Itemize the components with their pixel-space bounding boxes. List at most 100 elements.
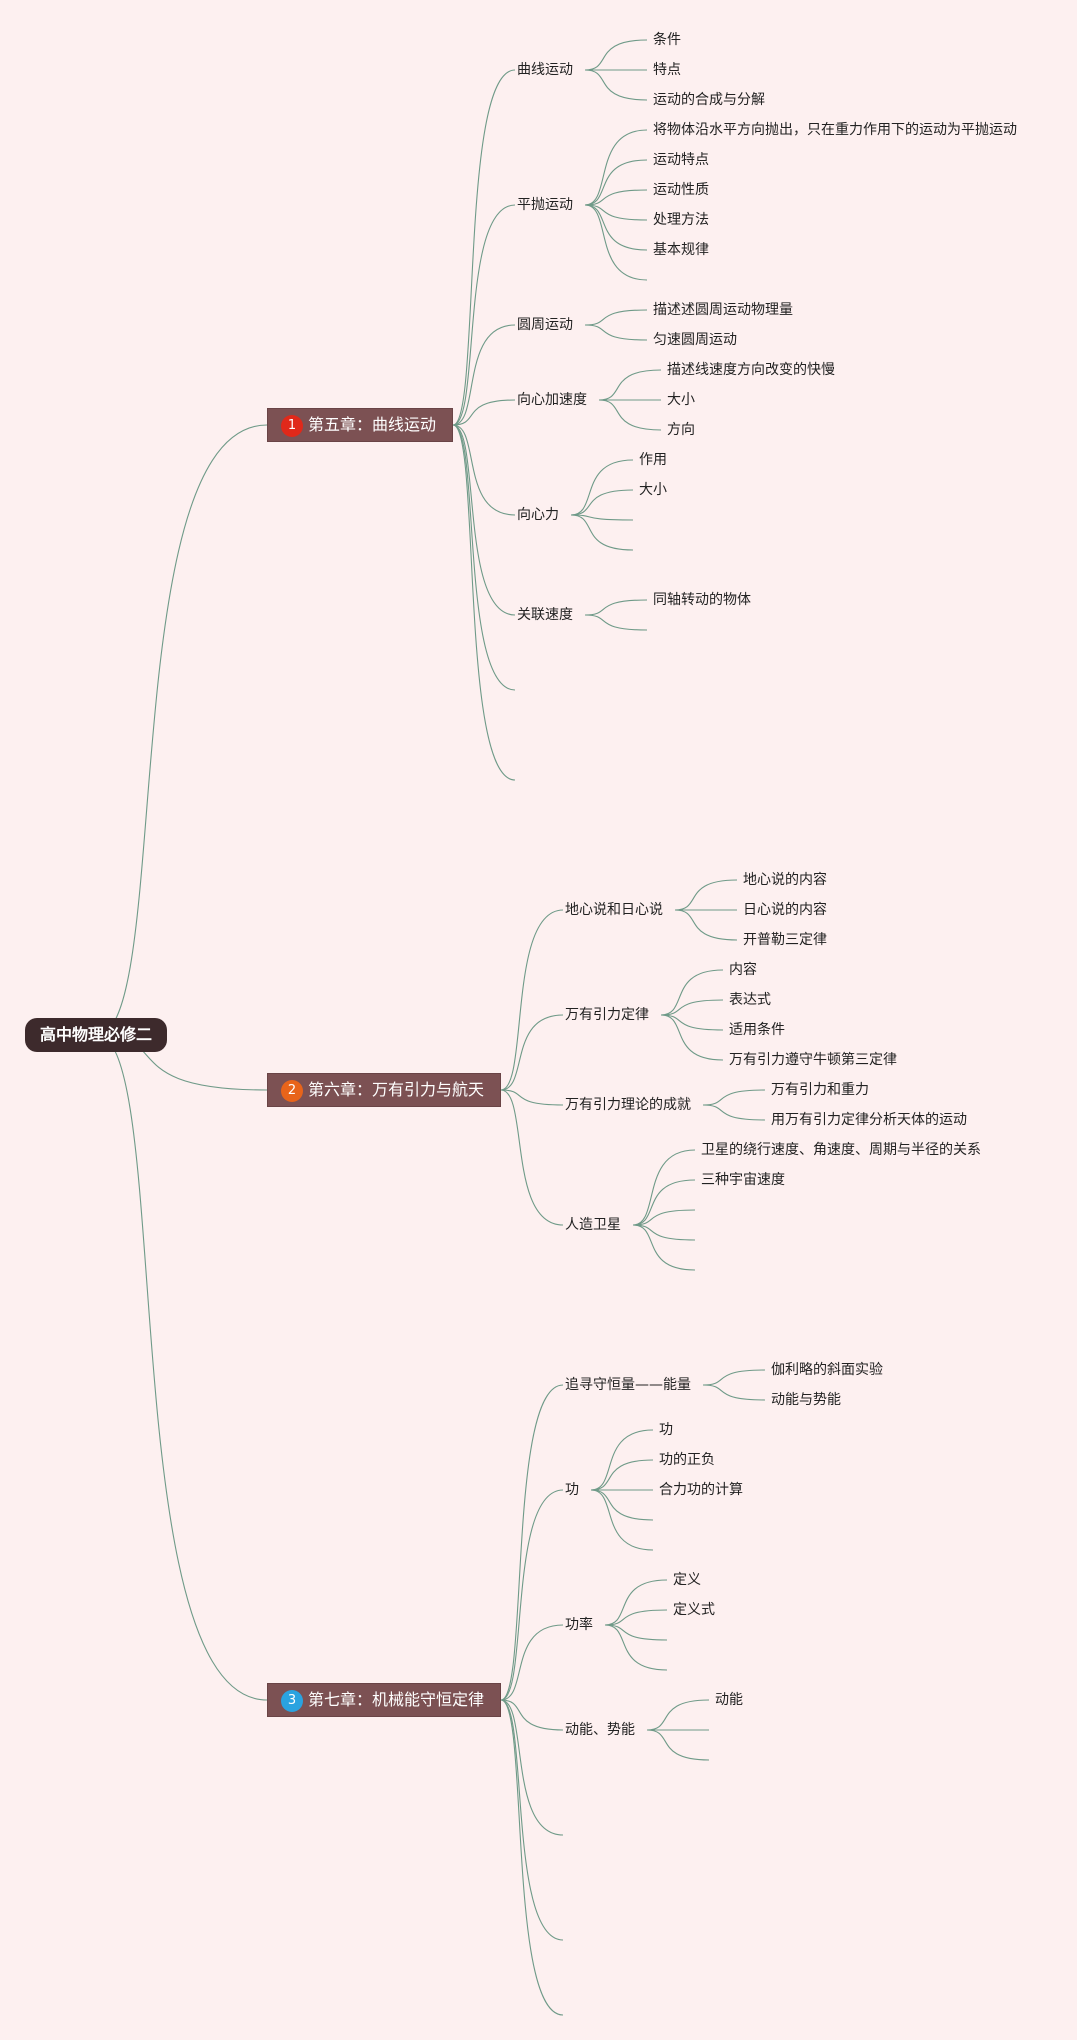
topic-to-leaf-link (590, 1459, 654, 1491)
leaf-node[interactable]: 合力功的计算 (659, 1482, 743, 1498)
leaf-node[interactable]: 动能与势能 (771, 1392, 841, 1408)
leaf-node[interactable]: 表达式 (729, 992, 771, 1008)
leaf-node[interactable]: 将物体沿水平方向抛出，只在重力作用下的运动为平抛运动 (653, 122, 1017, 138)
chapter-to-topic-link (500, 1699, 564, 1836)
topic-to-leaf-link (604, 1624, 668, 1671)
chapter-number-badge: 2 (281, 1080, 303, 1102)
leaf-node[interactable]: 大小 (667, 392, 695, 408)
root-node[interactable]: 高中物理必修二 (25, 1018, 167, 1052)
leaf-node[interactable]: 开普勒三定律 (743, 932, 827, 948)
topic-node[interactable]: 人造卫星 (565, 1217, 621, 1233)
chapter-to-topic-link (500, 1699, 564, 1731)
topic-to-leaf-link (584, 309, 648, 326)
leaf-node[interactable]: 运动的合成与分解 (653, 92, 765, 108)
leaf-node[interactable]: 基本规律 (653, 242, 709, 258)
leaf-node[interactable]: 大小 (639, 482, 667, 498)
topic-to-leaf-link (590, 1489, 654, 1551)
leaf-node[interactable]: 同轴转动的物体 (653, 592, 751, 608)
leaf-node[interactable]: 地心说的内容 (743, 872, 827, 888)
topic-to-leaf-link (570, 514, 634, 521)
leaf-node[interactable]: 匀速圆周运动 (653, 332, 737, 348)
leaf-node[interactable]: 伽利略的斜面实验 (771, 1362, 883, 1378)
leaf-node[interactable]: 描述述圆周运动物理量 (653, 302, 793, 318)
leaf-node[interactable]: 方向 (667, 422, 695, 438)
topic-node[interactable]: 功 (565, 1482, 579, 1498)
chapter-to-topic-link (452, 424, 516, 616)
chapter-to-topic-link (452, 424, 516, 691)
topic-to-leaf-link (570, 459, 634, 516)
chapter-to-topic-link (500, 909, 564, 1091)
topic-to-leaf-link (632, 1224, 696, 1271)
leaf-node[interactable]: 适用条件 (729, 1022, 785, 1038)
chapter-to-topic-link (500, 1384, 564, 1701)
topic-to-leaf-link (646, 1729, 710, 1761)
chapter-to-topic-link (452, 399, 516, 426)
topic-to-leaf-link (632, 1179, 696, 1226)
leaf-node[interactable]: 特点 (653, 62, 681, 78)
topic-to-leaf-link (604, 1579, 668, 1626)
chapter-title: 第五章：曲线运动 (308, 415, 437, 434)
topic-to-leaf-link (584, 204, 648, 281)
chapter-to-topic-link (452, 69, 516, 426)
chapter-to-topic-link (452, 324, 516, 426)
topic-to-leaf-link (674, 909, 738, 941)
topic-node[interactable]: 向心加速度 (517, 392, 587, 408)
topic-to-leaf-link (584, 614, 648, 631)
topic-to-leaf-link (632, 1149, 696, 1226)
topic-to-leaf-link (604, 1609, 668, 1626)
leaf-node[interactable]: 三种宇宙速度 (701, 1172, 785, 1188)
topic-to-leaf-link (584, 189, 648, 206)
topic-node[interactable]: 功率 (565, 1617, 593, 1633)
leaf-node[interactable]: 功的正负 (659, 1452, 715, 1468)
chapter-to-topic-link (500, 1489, 564, 1701)
topic-to-leaf-link (598, 399, 662, 431)
topic-to-leaf-link (660, 1014, 724, 1031)
topic-to-leaf-link (604, 1624, 668, 1641)
topic-to-leaf-link (570, 489, 634, 516)
topic-node[interactable]: 向心力 (517, 507, 559, 523)
leaf-node[interactable]: 作用 (639, 452, 667, 468)
topic-to-leaf-link (660, 969, 724, 1016)
chapter-to-topic-link (500, 1089, 564, 1106)
topic-node[interactable]: 万有引力理论的成就 (565, 1097, 691, 1113)
leaf-node[interactable]: 运动性质 (653, 182, 709, 198)
leaf-node[interactable]: 描述线速度方向改变的快慢 (667, 362, 835, 378)
topic-node[interactable]: 地心说和日心说 (565, 902, 663, 918)
leaf-node[interactable]: 动能 (715, 1692, 743, 1708)
topic-node[interactable]: 圆周运动 (517, 317, 573, 333)
topic-to-leaf-link (584, 69, 648, 101)
leaf-node[interactable]: 万有引力遵守牛顿第三定律 (729, 1052, 897, 1068)
leaf-node[interactable]: 定义式 (673, 1602, 715, 1618)
chapter-to-topic-link (452, 204, 516, 426)
topic-to-leaf-link (598, 369, 662, 401)
topic-to-leaf-link (590, 1489, 654, 1521)
chapter-to-topic-link (452, 424, 516, 781)
topic-to-leaf-link (590, 1429, 654, 1491)
leaf-node[interactable]: 卫星的绕行速度、角速度、周期与半径的关系 (701, 1142, 981, 1158)
topic-node[interactable]: 关联速度 (517, 607, 573, 623)
leaf-node[interactable]: 定义 (673, 1572, 701, 1588)
topic-node[interactable]: 动能、势能 (565, 1722, 635, 1738)
topic-to-leaf-link (584, 204, 648, 221)
root-to-chapter-link (96, 1034, 268, 1701)
leaf-node[interactable]: 万有引力和重力 (771, 1082, 869, 1098)
topic-node[interactable]: 平抛运动 (517, 197, 573, 213)
topic-node[interactable]: 曲线运动 (517, 62, 573, 78)
leaf-node[interactable]: 运动特点 (653, 152, 709, 168)
topic-to-leaf-link (646, 1699, 710, 1731)
leaf-node[interactable]: 内容 (729, 962, 757, 978)
leaf-node[interactable]: 用万有引力定律分析天体的运动 (771, 1112, 967, 1128)
chapter-to-topic-link (500, 1699, 564, 2016)
topic-to-leaf-link (660, 1014, 724, 1061)
leaf-node[interactable]: 处理方法 (653, 212, 709, 228)
topic-node[interactable]: 万有引力定律 (565, 1007, 649, 1023)
leaf-node[interactable]: 功 (659, 1422, 673, 1438)
leaf-node[interactable]: 条件 (653, 32, 681, 48)
leaf-node[interactable]: 日心说的内容 (743, 902, 827, 918)
topic-node[interactable]: 追寻守恒量——能量 (565, 1377, 691, 1393)
chapter-to-topic-link (452, 424, 516, 516)
